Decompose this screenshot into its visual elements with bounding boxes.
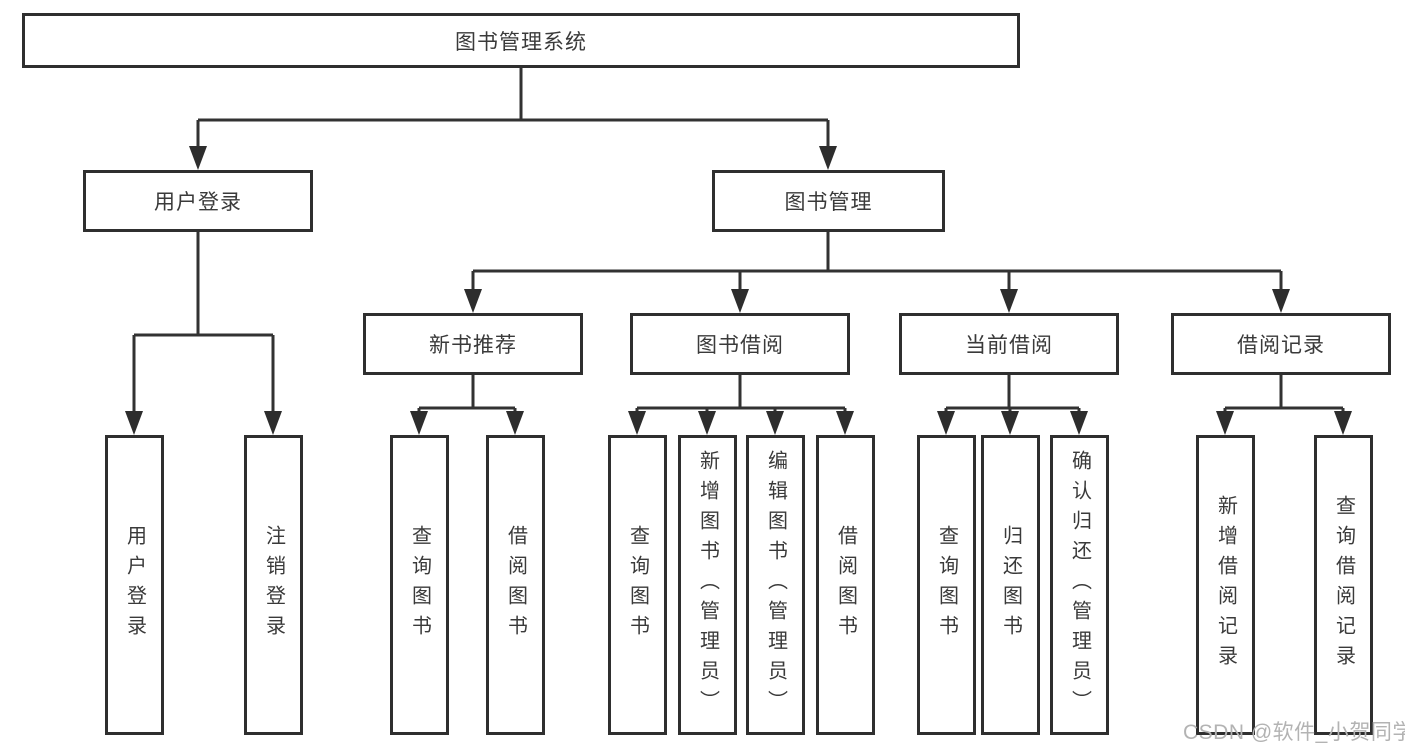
- arrowhead: [410, 411, 428, 435]
- node-box-book-management: 图书管理: [712, 170, 945, 232]
- arrowhead: [125, 411, 143, 435]
- leaf-box-edit-books-admin: 编辑图书（管理员）: [746, 435, 805, 735]
- leaf-box-borrow-books: 借阅图书: [816, 435, 875, 735]
- leaf-box-query-books: 查询图书: [390, 435, 449, 735]
- arrowhead: [1000, 289, 1018, 313]
- connector-user-login-children: [125, 232, 282, 435]
- leaf-box-user-login: 用户登录: [105, 435, 164, 735]
- arrowhead: [1070, 411, 1088, 435]
- node-label: 图书管理系统: [455, 30, 587, 54]
- node-label: 图书借阅: [696, 334, 784, 357]
- connector-root-to-level2: [189, 68, 837, 170]
- arrowhead: [506, 411, 524, 435]
- leaf-label: 借阅图书: [504, 525, 527, 645]
- node-box-user-login: 用户登录: [83, 170, 313, 232]
- node-label: 图书管理: [784, 191, 873, 214]
- leaf-box-logout-login: 注销登录: [244, 435, 303, 735]
- leaf-label: 查询借阅记录: [1332, 495, 1355, 675]
- leaf-box-query-borrow-record: 查询借阅记录: [1314, 435, 1373, 735]
- arrowhead: [1216, 411, 1234, 435]
- arrowhead: [1001, 411, 1019, 435]
- leaf-box-query-books: 查询图书: [917, 435, 976, 735]
- leaf-label: 新增图书（管理员）: [696, 450, 719, 720]
- arrowhead: [836, 411, 854, 435]
- leaf-box-add-borrow-record: 新增借阅记录: [1196, 435, 1255, 735]
- connector-current-borrow-children: [937, 375, 1088, 435]
- leaf-label: 查询图书: [626, 525, 649, 645]
- leaf-box-confirm-return-admin: 确认归还（管理员）: [1050, 435, 1109, 735]
- csdn-watermark: CSDN @软件_小贺同学: [1183, 721, 1405, 744]
- leaf-label: 借阅图书: [834, 525, 857, 645]
- arrowhead: [766, 411, 784, 435]
- arrowhead: [628, 411, 646, 435]
- leaf-box-add-books-admin: 新增图书（管理员）: [678, 435, 737, 735]
- node-label: 借阅记录: [1237, 334, 1325, 357]
- arrowhead: [189, 146, 207, 170]
- node-label: 当前借阅: [965, 334, 1053, 357]
- arrowhead: [1272, 289, 1290, 313]
- leaf-label: 查询图书: [408, 525, 431, 645]
- leaf-label: 编辑图书（管理员）: [764, 450, 787, 720]
- arrowhead: [464, 289, 482, 313]
- connector-book-borrow-children: [628, 375, 854, 435]
- arrowhead: [819, 146, 837, 170]
- leaf-box-return-books: 归还图书: [981, 435, 1040, 735]
- arrowhead: [1334, 411, 1352, 435]
- node-label: 用户登录: [154, 191, 242, 214]
- leaf-box-query-books: 查询图书: [608, 435, 667, 735]
- arrowhead: [264, 411, 282, 435]
- arrowhead: [731, 289, 749, 313]
- node-label: 新书推荐: [429, 334, 517, 357]
- leaf-box-borrow-books: 借阅图书: [486, 435, 545, 735]
- leaf-label: 归还图书: [999, 525, 1022, 645]
- node-box-current-borrow: 当前借阅: [899, 313, 1119, 375]
- node-box-book-borrow: 图书借阅: [630, 313, 850, 375]
- node-box-new-book-recommend: 新书推荐: [363, 313, 583, 375]
- leaf-label: 用户登录: [123, 525, 146, 645]
- node-box-library-system: 图书管理系统: [22, 13, 1020, 68]
- connector-borrow-record-children: [1216, 375, 1352, 435]
- connector-book-mgmt-children: [464, 232, 1290, 313]
- leaf-label: 查询图书: [935, 525, 958, 645]
- node-box-borrow-records: 借阅记录: [1171, 313, 1391, 375]
- arrowhead: [698, 411, 716, 435]
- connector-new-book-children: [410, 375, 524, 435]
- leaf-label: 确认归还（管理员）: [1068, 450, 1091, 720]
- arrowhead: [937, 411, 955, 435]
- leaf-label: 新增借阅记录: [1214, 495, 1237, 675]
- leaf-label: 注销登录: [262, 525, 285, 645]
